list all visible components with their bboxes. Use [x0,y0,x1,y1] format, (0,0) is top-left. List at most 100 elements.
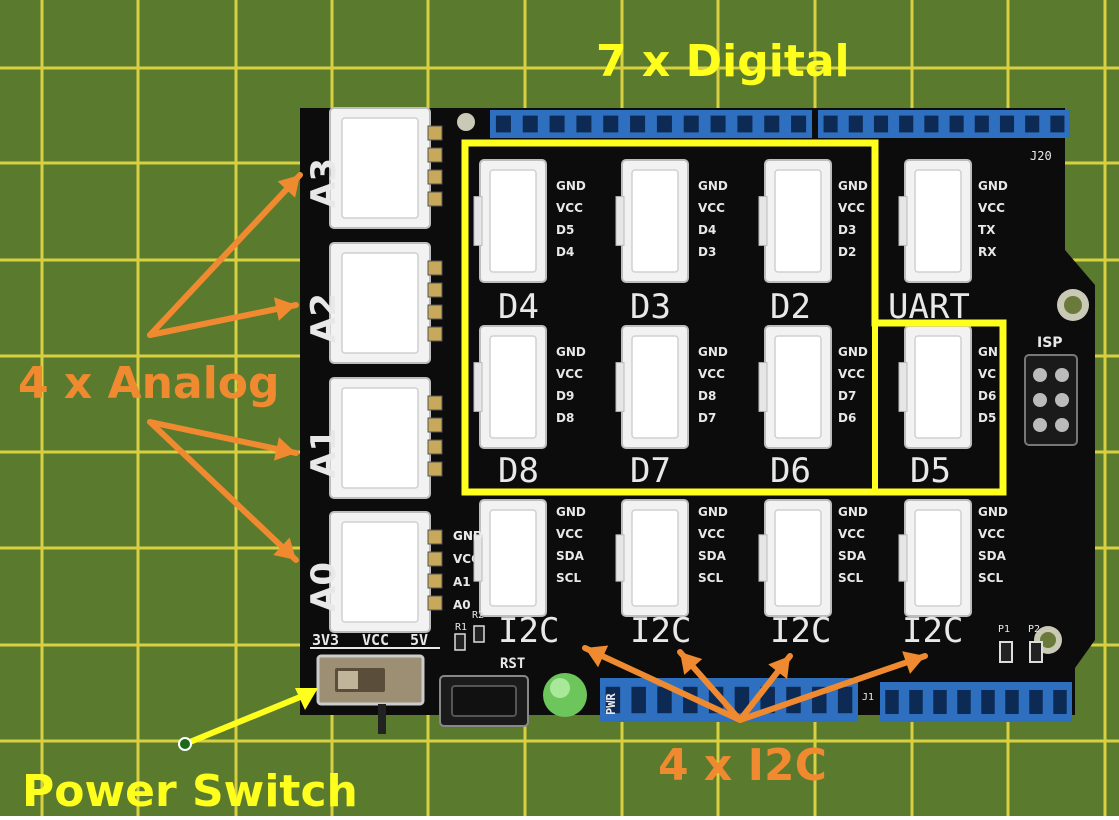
header-pin-slot [981,690,995,714]
digital-port-uart[interactable] [898,159,972,283]
silkscreen-rst: RST [500,656,525,672]
analog-port-label: A0 [304,562,344,612]
analog-pin [427,395,443,411]
reset-button[interactable] [439,675,529,727]
analog-port-label: A3 [304,158,344,208]
digital-highlight-box [461,139,1007,496]
analog-port-a2[interactable] [329,242,431,364]
analog-pin-label: VCC [453,552,480,566]
i2c-pin-label: GND [838,505,868,519]
arrow-head [680,652,703,675]
arrow-shaft [147,419,299,456]
power-led [543,673,587,717]
i2c-pin-label: SCL [978,571,1003,585]
digital-pin-label: RX [978,245,997,259]
arrow-head [273,297,296,321]
annotation-arrows-orange [147,172,928,723]
silkscreen-j1: J1 [862,692,874,703]
i2c-port-label: I2C [498,611,559,651]
digital-port-label: D8 [498,451,539,491]
header-pin-slot [1050,115,1065,133]
mounting-hole-center [1064,296,1082,314]
i2c-pin-label: VCC [556,527,583,541]
header-pin-slot [909,690,923,714]
digital-pin-label: D3 [838,223,856,237]
i2c-pin-label: VCC [838,527,865,541]
digital-pin-label: D6 [838,411,856,425]
header-pin-slot [957,690,971,714]
i2c-port-2[interactable] [615,499,689,617]
i2c-port-1[interactable] [473,499,547,617]
i2c-port-label: I2C [630,611,691,651]
header-pin-slot [1005,690,1019,714]
voltage-label-vcc: VCC [362,631,389,649]
digital-port-d4[interactable] [473,159,547,283]
power-switch-annotation: Power Switch [22,766,358,816]
silkscreen-r1: R1 [455,622,467,633]
pin-headers [490,110,1072,722]
digital-pin-label: D5 [556,223,574,237]
mounting-hole [457,113,475,131]
digital-pin-label: VCC [838,367,865,381]
header-pin-slot [823,115,838,133]
arrow-head [277,175,300,198]
digital-port-label: D4 [498,287,539,327]
digital-port-d8[interactable] [473,325,547,449]
analog-pin [427,260,443,276]
analog-pin-label: A0 [453,598,471,612]
header-pin-slot [1029,690,1043,714]
power-switch-arrow [178,688,318,751]
analog-port-a3[interactable] [329,107,431,229]
digital-pin-label: D2 [838,245,856,259]
analog-pin [427,191,443,207]
analog-annotation: 4 x Analog [18,358,280,409]
header-pin-slot [899,115,914,133]
i2c-port-label: I2C [770,611,831,651]
isp-header [1024,354,1078,446]
digital-pin-label: D8 [556,411,574,425]
header-pin-slot [933,690,947,714]
header-pin-slot [549,115,565,133]
header-pin-slot [630,115,646,133]
silkscreen-j20: J20 [1030,149,1052,163]
header-pin-slot [1053,690,1067,714]
grove-ports: A3A2A1A0GNDVCCA1A0D4GNDVCCD5D4D3GNDVCCD4… [304,107,1008,651]
digital-pin-label: D8 [698,389,716,403]
digital-pin-label: GND [978,179,1008,193]
header-pin-slot [605,686,621,714]
digital-port-d7[interactable] [615,325,689,449]
digital-pin-label: GND [838,345,868,359]
digital-port-label: D7 [630,451,671,491]
header-pin-slot [522,115,538,133]
pad-r1 [454,633,466,651]
digital-pin-label: GND [698,345,728,359]
digital-port-d2[interactable] [758,159,832,283]
arrow-head [902,651,925,674]
digital-port-d5[interactable] [898,325,972,449]
voltage-label-3v3: 3V3 [312,631,339,649]
analog-pin [427,529,443,545]
arrow-head [585,645,609,668]
i2c-port-label: I2C [902,611,963,651]
header-pin-slot [737,115,753,133]
digital-pin-label: GND [838,179,868,193]
i2c-pin-label: GND [978,505,1008,519]
analog-port-label: A1 [304,428,344,478]
arrow-head [273,537,296,560]
digital-pin-label: VCC [698,367,725,381]
digital-pin-label: D4 [698,223,716,237]
arrow-shaft [147,302,299,338]
i2c-pin-label: SCL [698,571,723,585]
i2c-port-4[interactable] [898,499,972,617]
header-pin-slot [734,686,750,714]
analog-port-a1[interactable] [329,377,431,499]
power-switch[interactable] [316,654,425,734]
mounting-hole-center [1040,632,1056,648]
analog-pin [427,573,443,589]
i2c-port-3[interactable] [758,499,832,617]
digital-port-d3[interactable] [615,159,689,283]
header-pin-slot [999,115,1015,133]
analog-port-a0[interactable] [329,511,431,633]
digital-port-d6[interactable] [758,325,832,449]
